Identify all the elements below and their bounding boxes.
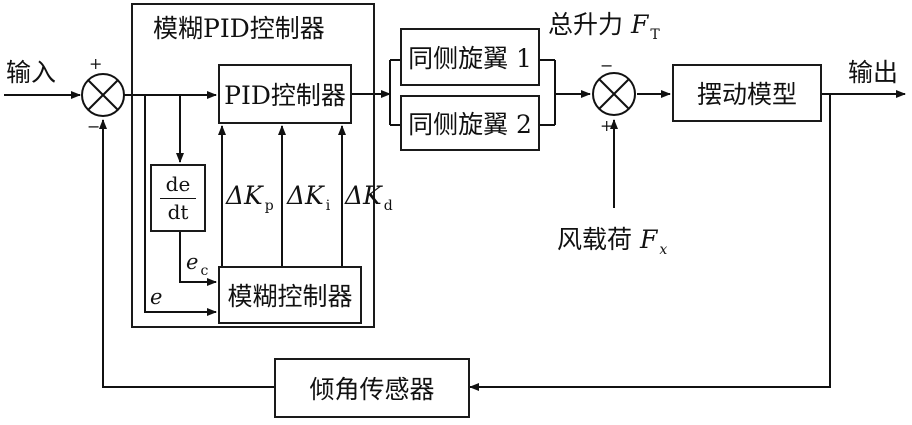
tilt-sensor-label: 倾角传感器 <box>309 375 435 404</box>
rotor-1-block: 同侧旋翼 1 <box>400 28 540 86</box>
derivative-block: de dt <box>150 164 206 232</box>
sensor-to-sum-arrow <box>99 119 274 388</box>
summing-junction-1 <box>81 73 125 117</box>
rotor-2-block: 同侧旋翼 2 <box>400 95 540 151</box>
tilt-sensor-block: 倾角传感器 <box>274 358 470 418</box>
e-to-fuzzy-arrow <box>144 95 217 316</box>
fuzzy-controller-block: 模糊控制器 <box>218 266 362 324</box>
rotor-2-label: 同侧旋翼 2 <box>408 110 532 139</box>
input-label: 输入 <box>6 58 57 87</box>
ec-to-fuzzy-arrow <box>179 232 217 286</box>
output-label: 输出 <box>848 58 899 87</box>
fuzzy-pid-controller-group <box>131 3 375 328</box>
summing-junction-2 <box>592 72 636 116</box>
sum2-plus-sign: + <box>600 116 614 135</box>
pid-controller-block: PID控制器 <box>218 64 352 124</box>
rotor-1-label: 同侧旋翼 1 <box>408 44 532 73</box>
sum2-minus-sign: − <box>600 56 614 75</box>
e-label: e <box>150 285 163 309</box>
derivative-numerator: de <box>165 171 191 196</box>
swing-model-label: 摆动模型 <box>696 80 797 109</box>
swing-model-block: 摆动模型 <box>672 64 822 122</box>
feedback-to-sensor-arrow <box>469 94 831 391</box>
pid-controller-label: PID控制器 <box>224 81 346 110</box>
fuzzy-pid-title: 模糊PID控制器 <box>153 14 325 43</box>
fuzzy-controller-label: 模糊控制器 <box>227 282 353 311</box>
sum1-plus-sign: + <box>89 54 103 73</box>
derivative-denominator: dt <box>167 199 189 224</box>
sum1-minus-sign: − <box>87 117 101 136</box>
